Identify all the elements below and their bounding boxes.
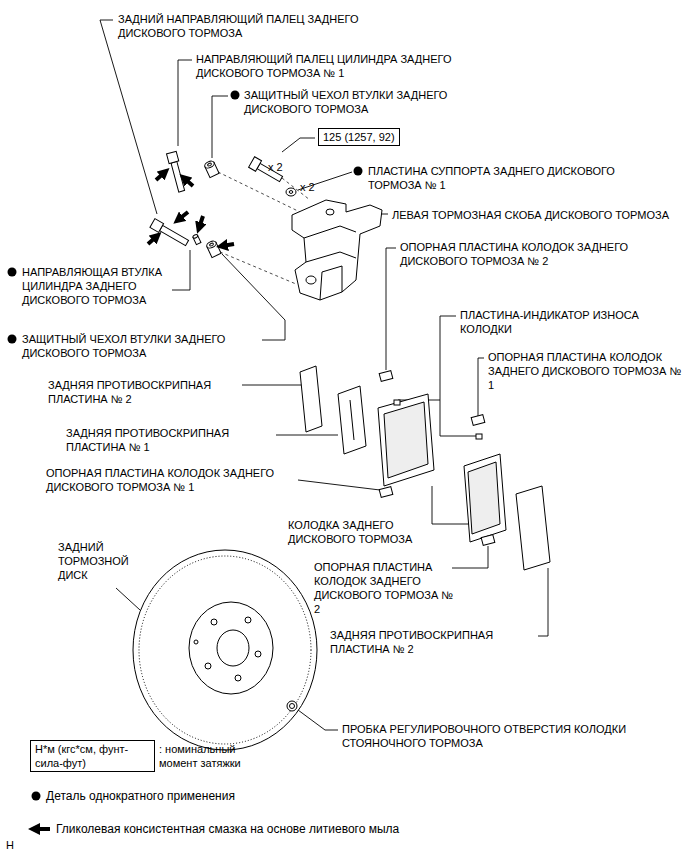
part-label: ЗАДНЯЯ ПРОТИВОСКРИПНАЯ ПЛАСТИНА № 1 bbox=[66, 426, 276, 454]
part-label: ЗАЩИТНЫЙ ЧЕХОЛ ВТУЛКИ ЗАДНЕГО ДИСКОВОГО … bbox=[244, 88, 504, 116]
part-label: ЗАДНИЙ ТОРМОЗНОЙ ДИСК bbox=[58, 540, 158, 582]
guide-pin bbox=[150, 151, 190, 247]
part-label: ЗАДНЯЯ ПРОТИВОСКРИПНАЯ ПЛАСТИНА № 2 bbox=[48, 378, 238, 406]
part-label: ЗАДНЯЯ ПРОТИВОСКРИПНАЯ ПЛАСТИНА № 2 bbox=[330, 628, 540, 656]
part-label: ОПОРНАЯ ПЛАСТИНА КОЛОДОК ЗАДНЕГО ДИСКОВО… bbox=[46, 466, 296, 494]
legend-text: Гликолевая консистентная смазка на основ… bbox=[56, 822, 556, 836]
part-label: ЗАЩИТНЫЙ ЧЕХОЛ ВТУЛКИ ЗАДНЕГО ДИСКОВОГО … bbox=[22, 332, 262, 360]
part-label: ПЛАСТИНА-ИНДИКАТОР ИЗНОСА КОЛОДКИ bbox=[460, 308, 685, 336]
torque-text: 125 (1257, 92) bbox=[323, 130, 395, 144]
boot bbox=[192, 160, 221, 258]
corner-mark: Н bbox=[6, 838, 26, 852]
part-label: НАПРАВЛЯЮЩИЙ ПАЛЕЦ ЦИЛИНДРА ЗАДНЕГО ДИСК… bbox=[196, 52, 456, 80]
part-label: КОЛОДКА ЗАДНЕГО ДИСКОВОГО ТОРМОЗА bbox=[288, 518, 428, 546]
legend-text: Деталь однократного применения bbox=[46, 789, 466, 803]
brake-disc bbox=[133, 550, 317, 750]
part-label: ОПОРНАЯ ПЛАСТИНА КОЛОДОК ЗАДНЕГО ДИСКОВО… bbox=[314, 560, 454, 616]
part-label: ЛЕВАЯ ТОРМОЗНАЯ СКОБА ДИСКОВОГО ТОРМОЗА bbox=[392, 208, 684, 222]
torque-text: Н*м (кгс*см, фунт-сила-фут) bbox=[35, 742, 150, 770]
part-label: ОПОРНАЯ ПЛАСТИНА КОЛОДОК ЗАДНЕГО ДИСКОВО… bbox=[400, 240, 670, 268]
part-label: ПРОБКА РЕГУЛИРОВОЧНОГО ОТВЕРСТИЯ КОЛОДКИ… bbox=[342, 722, 642, 750]
torque-box: 125 (1257, 92) bbox=[318, 128, 400, 146]
part-label: НАПРАВЛЯЮЩАЯ ВТУЛКА ЦИЛИНДРА ЗАДНЕГО ДИС… bbox=[22, 265, 172, 307]
part-label: x 2 bbox=[300, 180, 330, 194]
part-label: ЗАДНИЙ НАПРАВЛЯЮЩИЙ ПАЛЕЦ ЗАДНЕГО ДИСКОВ… bbox=[118, 12, 368, 40]
part-label: ОПОРНАЯ ПЛАСТИНА КОЛОДОК ЗАДНЕГО ДИСКОВО… bbox=[488, 350, 683, 392]
part-label: ПЛАСТИНА СУППОРТА ЗАДНЕГО ДИСКОВОГО ТОРМ… bbox=[368, 164, 628, 192]
torque-box: Н*м (кгс*см, фунт-сила-фут) bbox=[30, 740, 155, 772]
single-use-dots bbox=[8, 91, 363, 801]
part-label: : номинальный момент затяжки bbox=[159, 742, 269, 770]
caliper-bracket bbox=[292, 200, 382, 300]
part-label: x 2 bbox=[268, 160, 298, 174]
